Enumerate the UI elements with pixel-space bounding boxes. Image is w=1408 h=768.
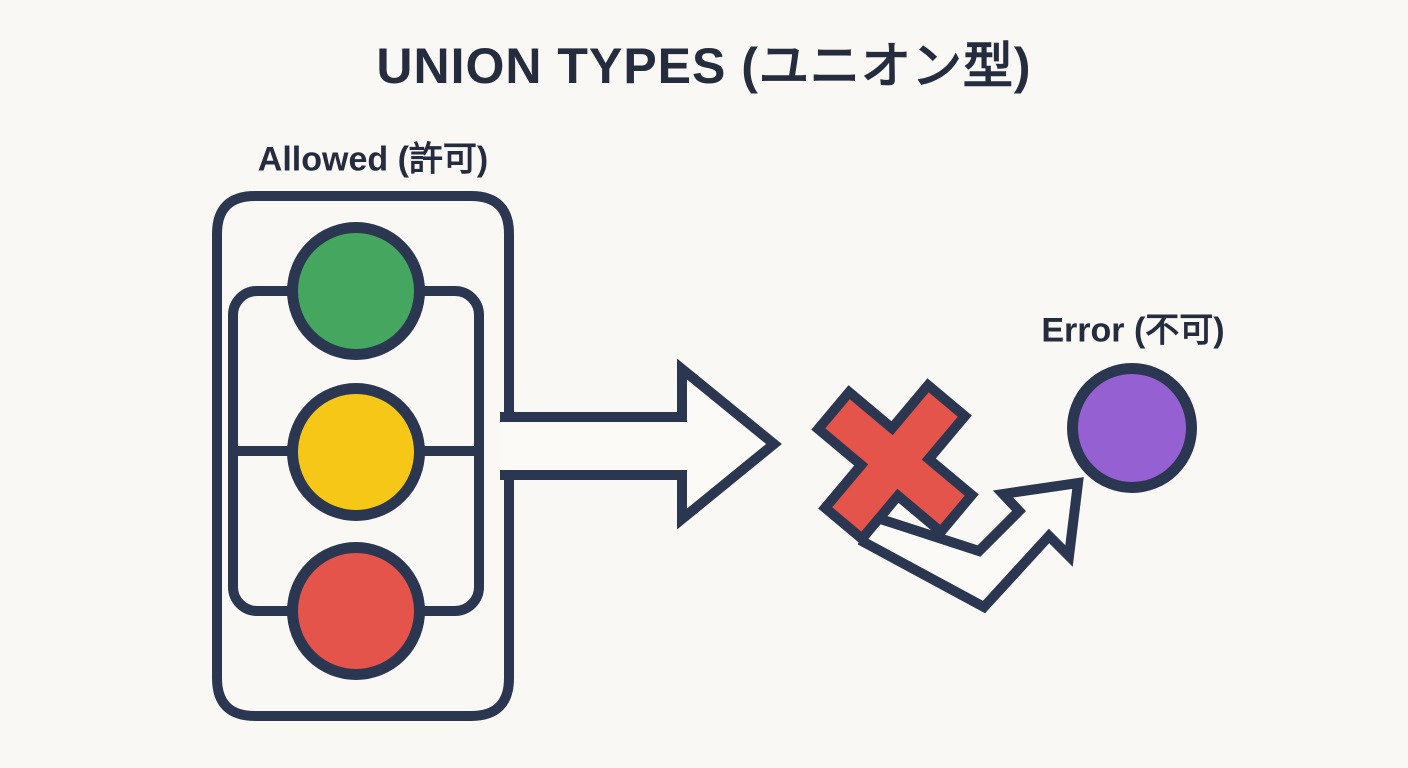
error-label: Error (不可) — [1041, 311, 1225, 350]
page-title: UNION TYPES (ユニオン型) — [376, 38, 1032, 94]
straight-arrow — [500, 358, 782, 530]
traffic-light-outer-frame — [212, 191, 514, 721]
allowed-label: Allowed (許可) — [257, 140, 489, 179]
green-light-circle — [287, 222, 425, 360]
red-light-circle — [287, 542, 425, 680]
zigzag-arrow — [826, 477, 1084, 614]
yellow-light-circle — [287, 383, 425, 521]
error-circle — [1067, 363, 1197, 493]
x-mark-icon — [811, 378, 979, 546]
